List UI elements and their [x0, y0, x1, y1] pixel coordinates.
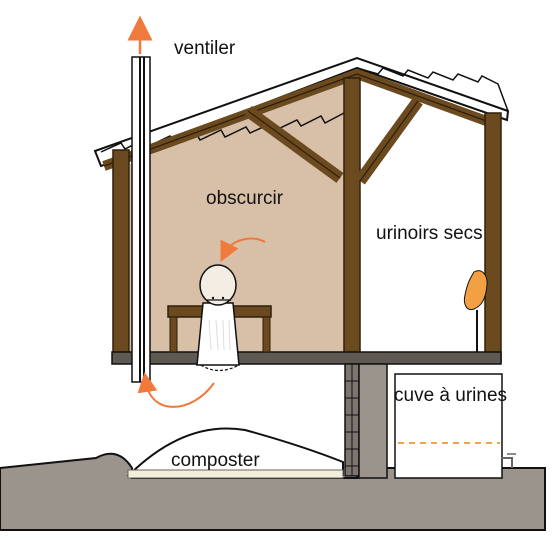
tap-icon	[501, 453, 516, 468]
composter-label: composter	[171, 450, 260, 471]
foundation-column	[344, 363, 388, 479]
ventiler-label: ventiler	[174, 38, 236, 59]
urinoirs-secs-label: urinoirs secs	[376, 223, 483, 244]
vent-pipe-icon	[127, 15, 153, 383]
roof	[93, 56, 510, 171]
floor-slab	[111, 351, 502, 365]
urinal-icon	[463, 270, 488, 352]
cuve-a-urines-label: cuve à urines	[394, 385, 508, 406]
obscurcir-label: obscurcir	[206, 188, 284, 209]
airflow-arrows	[137, 237, 266, 408]
wood-frame	[112, 77, 502, 363]
toilet-icon	[167, 264, 272, 372]
compost-pile	[126, 427, 344, 479]
urine-tank	[394, 373, 516, 479]
